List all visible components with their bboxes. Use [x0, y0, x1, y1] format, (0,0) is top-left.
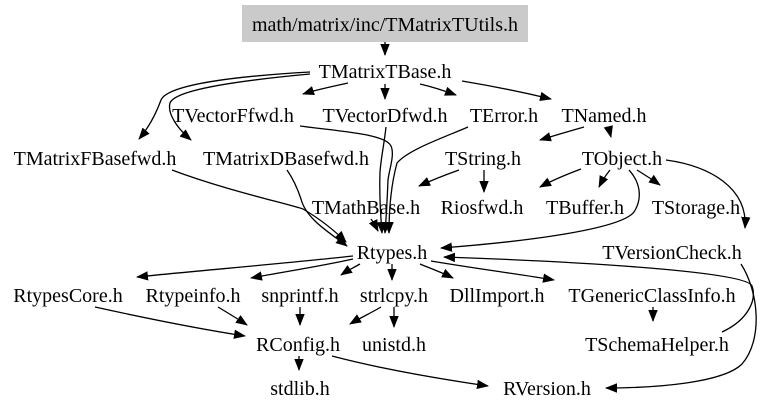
node-unistd[interactable]: unistd.h [362, 334, 426, 356]
edge-tmatrixtbase-tvectorffwd [302, 82, 349, 95]
node-tvectorffwd[interactable]: TVectorFfwd.h [172, 105, 294, 127]
edge-tmathbase-rtypes [368, 218, 379, 232]
node-terror[interactable]: TError.h [470, 105, 538, 127]
node-tmatrixtutils: math/matrix/inc/TMatrixTUtils.h [252, 14, 518, 36]
edge-tobject-tstorage [636, 169, 661, 186]
edge-tmatrixtbase-tmatrixfbasefwd [138, 71, 311, 140]
node-tmatrixdbasefwd[interactable]: TMatrixDBasefwd.h [203, 148, 369, 170]
edge-tschemahelper-rtypes [443, 252, 754, 333]
node-tstorage[interactable]: TStorage.h [652, 197, 740, 219]
edge-tnamed-tobject [603, 125, 613, 138]
node-rconfig[interactable]: RConfig.h [256, 334, 340, 356]
edge-rtypes-rtypescore [136, 255, 354, 281]
node-tmathbase[interactable]: TMathBase.h [312, 197, 420, 219]
edge-rtypes-snprintf [340, 263, 361, 276]
edge-rtypes-dllimport [419, 263, 454, 279]
node-layer: math/matrix/inc/TMatrixTUtils.h TMatrixT… [13, 5, 742, 400]
node-riosfwd[interactable]: Riosfwd.h [441, 197, 524, 219]
edge-rtypes-rtypeinfo [250, 258, 354, 281]
edge-tstring-tmathbase [418, 169, 460, 187]
node-tstring[interactable]: TString.h [445, 148, 521, 170]
edge-tmatrixtbase-tmatrixdbasefwd [168, 73, 311, 141]
edge-rtypescore-rconfig [94, 306, 246, 339]
node-tversioncheck[interactable]: TVersionCheck.h [602, 242, 741, 264]
edge-terror-rtypes [384, 126, 469, 234]
node-tschemahelper[interactable]: TSchemaHelper.h [585, 334, 729, 356]
current-file-node-box [242, 5, 528, 42]
node-strlcpy[interactable]: strlcpy.h [360, 285, 428, 307]
edge-tobject-rtypes [440, 169, 640, 252]
node-tvectordfwd[interactable]: TVectorDfwd.h [323, 105, 448, 127]
edge-strlcpy-rconfig [349, 306, 382, 325]
edge-rconfig-rversion [331, 355, 489, 390]
node-rtypes[interactable]: Rtypes.h [357, 242, 428, 264]
node-tmatrixtbase[interactable]: TMatrixTBase.h [319, 61, 452, 83]
edge-tmatrixfbasefwd-rtypes [171, 169, 347, 243]
edge-tobject-riosfwd [539, 168, 582, 188]
edge-tobject-tbuffer [598, 169, 611, 188]
node-tmatrixfbasefwd[interactable]: TMatrixFBasefwd.h [14, 148, 177, 170]
edge-tmatrixdbasefwd-rtypes [286, 169, 348, 247]
node-stdlib[interactable]: stdlib.h [270, 378, 329, 400]
node-snprintf[interactable]: snprintf.h [261, 285, 338, 307]
node-tgenericclassinfo[interactable]: TGenericClassInfo.h [568, 285, 735, 307]
node-rversion[interactable]: RVersion.h [503, 378, 591, 400]
node-tbuffer[interactable]: TBuffer.h [546, 197, 624, 219]
node-tobject[interactable]: TObject.h [582, 148, 662, 170]
node-rtypescore[interactable]: RtypesCore.h [13, 285, 122, 307]
edge-tobject-tversioncheck [665, 159, 751, 229]
node-tnamed[interactable]: TNamed.h [562, 105, 647, 127]
edge-tvectorffwd-rtypes [299, 125, 394, 234]
edge-tmatrixtbase-tnamed [461, 80, 552, 101]
edge-tvectordfwd-rtypes [376, 126, 387, 234]
edge-rtypes-tgenericclassinfo [430, 260, 555, 283]
node-rtypeinfo[interactable]: Rtypeinfo.h [146, 285, 241, 307]
edge-layer [94, 42, 757, 393]
edge-rtypeinfo-rconfig [217, 306, 248, 326]
edge-tversioncheck-rversion [605, 263, 757, 393]
node-dllimport[interactable]: DllImport.h [450, 285, 545, 307]
edge-tnamed-tstring [539, 126, 585, 142]
edge-tmatrixtbase-terror [419, 83, 457, 96]
